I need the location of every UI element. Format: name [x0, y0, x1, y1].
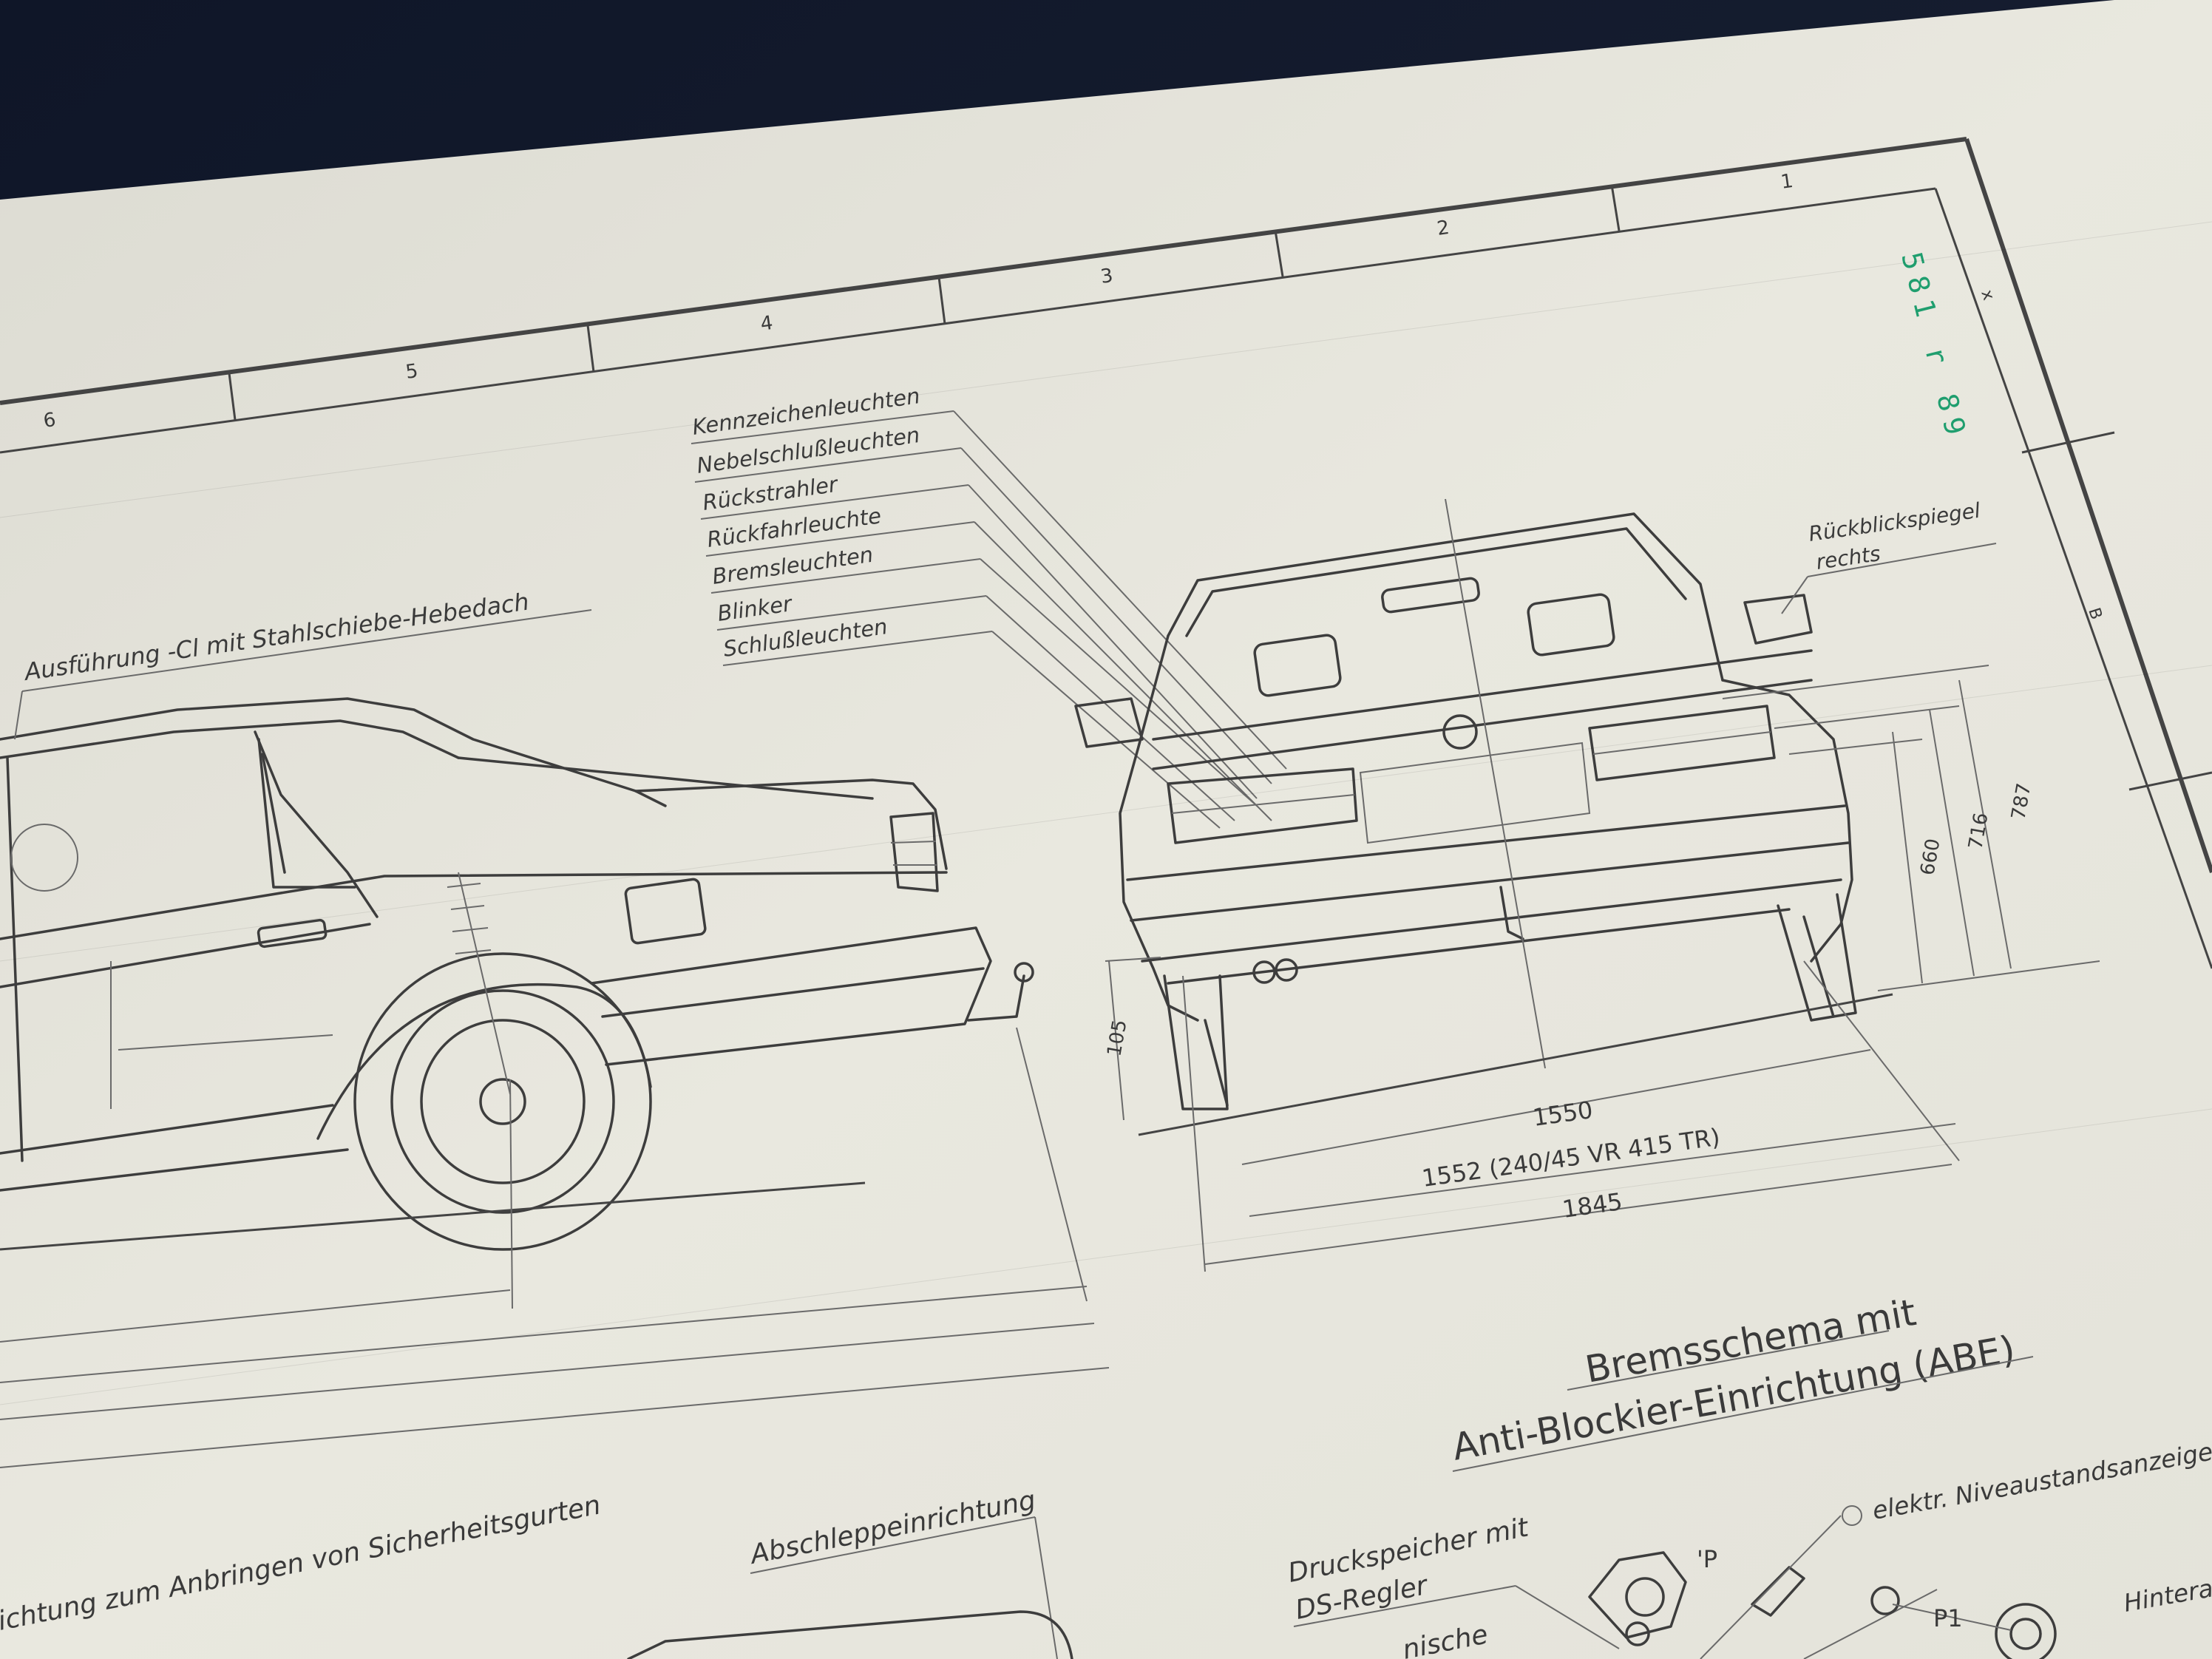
height-dimensions [1105, 665, 2100, 1121]
brake-scheme-sketch [1588, 1515, 2057, 1659]
car-side-view [0, 697, 1034, 1251]
width-dimensions [1182, 960, 1960, 1272]
grid-column-3: 3 [1099, 265, 1115, 288]
grid-column-6: 6 [42, 409, 58, 432]
side-dimension-lines [0, 1027, 1110, 1468]
paper-texture [0, 221, 2212, 1405]
car-rear-view [1074, 498, 1893, 1136]
drawing-frame [0, 137, 2212, 969]
p-mark: 'P [1697, 1545, 1717, 1573]
margin-mark-b: B [2084, 605, 2105, 622]
grid-column-1: 1 [1780, 170, 1795, 194]
grid-column-2: 2 [1436, 217, 1451, 240]
grid-column-4: 4 [759, 312, 775, 336]
grid-column-5: 5 [404, 360, 420, 384]
p1-mark: P1 [1933, 1604, 1963, 1632]
